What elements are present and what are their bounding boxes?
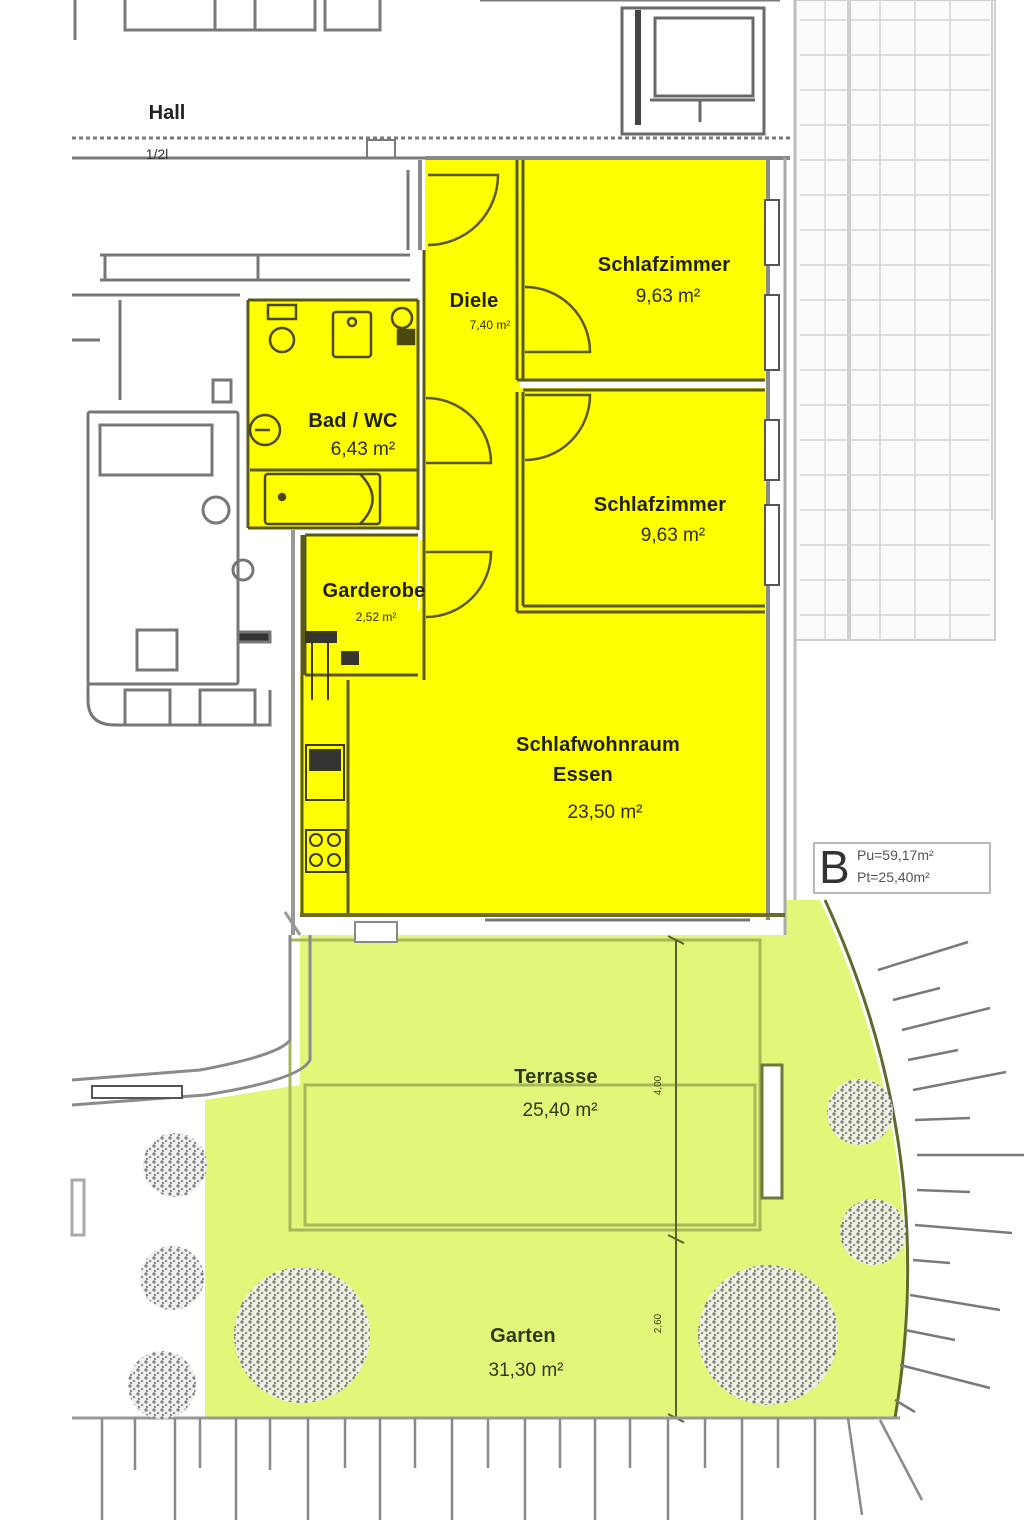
tree-icon	[234, 1267, 370, 1403]
unit-area-badge: B Pu=59,17m² Pt=25,40m²	[813, 841, 991, 894]
shower-drain-icon	[248, 413, 282, 447]
windows-right	[764, 199, 780, 586]
entrance-path	[70, 935, 312, 1237]
room-area: 9,63 m²	[640, 525, 706, 546]
tree-icon	[698, 1265, 838, 1405]
fence-ticks-bottom	[72, 1416, 924, 1520]
room-area: 7,40 m²	[469, 318, 511, 332]
toilet-icon	[268, 326, 296, 354]
room-name-2: Essen	[553, 764, 613, 786]
shrub-icon	[128, 1351, 196, 1419]
door-entrance	[427, 173, 500, 247]
dimension-terrace-depth: 4,00	[653, 1075, 665, 1096]
dimension-garden-depth: 2,60	[653, 1313, 665, 1334]
kitchen-fixtures	[305, 631, 359, 873]
room-name: Bad / WC	[308, 410, 398, 432]
shrub-icon	[143, 1133, 207, 1197]
sink-icon	[331, 310, 373, 359]
room-name: Garderobe	[322, 580, 426, 602]
oven-icon	[305, 744, 345, 801]
door-swings	[425, 173, 592, 619]
room-area: 6,43 m²	[330, 439, 396, 460]
room-name: Garten	[490, 1325, 556, 1347]
room-name: Schlafzimmer	[593, 494, 727, 516]
hall-corridor	[72, 136, 790, 160]
room-name: Diele	[449, 290, 499, 312]
shrubs	[128, 1079, 906, 1419]
hall-sublabel: 1/2l	[145, 146, 169, 162]
room-area: 25,40 m²	[522, 1100, 598, 1121]
room-name: Schlafwohnraum	[516, 734, 680, 756]
washing-machine-icon	[390, 306, 414, 330]
neighbour-unit-left	[72, 170, 410, 727]
shrub-icon	[140, 1246, 204, 1310]
neighbour-unit-top	[73, 0, 780, 40]
paving-area	[793, 0, 996, 900]
stove-icon	[305, 829, 347, 873]
bathtub-icon	[263, 472, 382, 526]
door-bedroom-1	[524, 285, 592, 354]
door-garderobe	[425, 550, 493, 619]
bathroom-fixtures	[248, 303, 416, 526]
unit-letter: B	[819, 841, 850, 893]
unit-pt: Pt=25,40m²	[857, 869, 930, 885]
apartment-interior	[250, 160, 765, 915]
shrub-icon	[840, 1199, 906, 1265]
garden-boundary	[823, 899, 910, 1419]
fence-rays-right	[877, 940, 1024, 1414]
room-area: 31,30 m²	[488, 1360, 564, 1381]
room-area: 9,63 m²	[635, 286, 701, 307]
unit-pu: Pu=59,17m²	[857, 847, 934, 863]
shrub-icon	[827, 1079, 893, 1145]
elevator-shaft	[620, 6, 766, 136]
terrace-outline	[288, 938, 784, 1232]
room-area: 23,50 m²	[567, 802, 643, 823]
room-name: Schlafzimmer	[597, 254, 731, 276]
room-area: 2,52 m²	[355, 610, 397, 624]
door-bedroom-2	[524, 393, 592, 462]
door-bathroom	[425, 396, 493, 465]
room-name: Terrasse	[514, 1066, 598, 1088]
hall-label: Hall	[148, 102, 186, 124]
